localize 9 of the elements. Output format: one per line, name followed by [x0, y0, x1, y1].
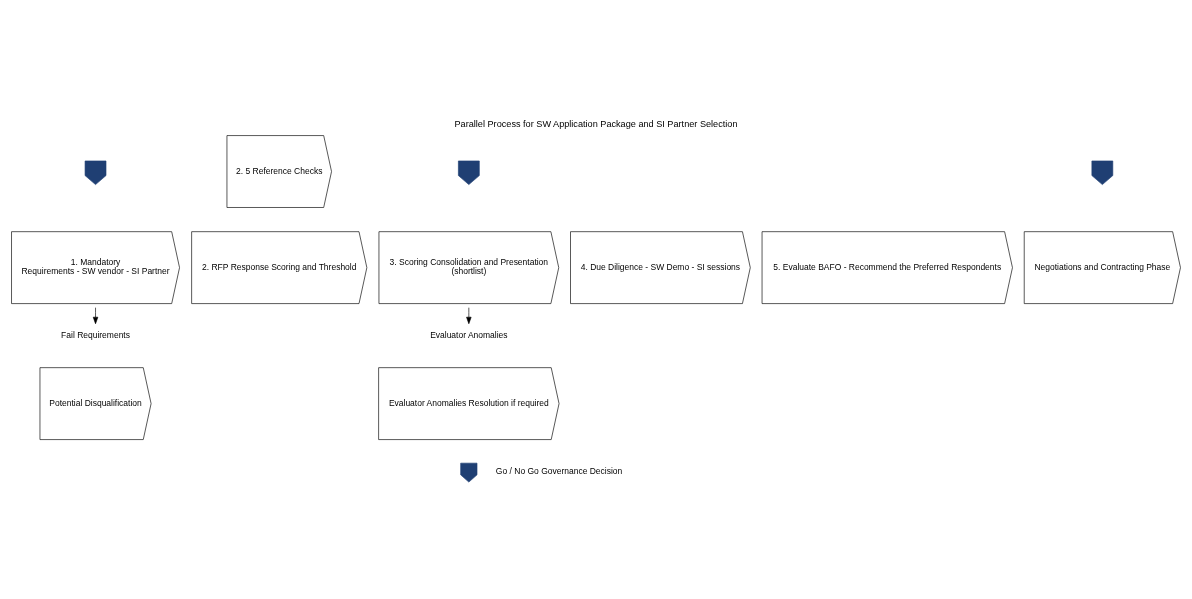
node-pentagon	[458, 160, 480, 185]
node-pentagon	[84, 160, 107, 185]
node-pentagon	[1091, 160, 1114, 185]
arrow	[92, 306, 99, 324]
node-text: Evaluator Anomalies	[430, 329, 508, 340]
legend-label: Go / No Go Governance Decision	[495, 465, 623, 476]
arrow	[466, 306, 472, 324]
diagram-title: Parallel Process for SW Application Package and SI Partner Selection	[454, 118, 738, 129]
node-text: Fail Requirements	[61, 329, 130, 340]
